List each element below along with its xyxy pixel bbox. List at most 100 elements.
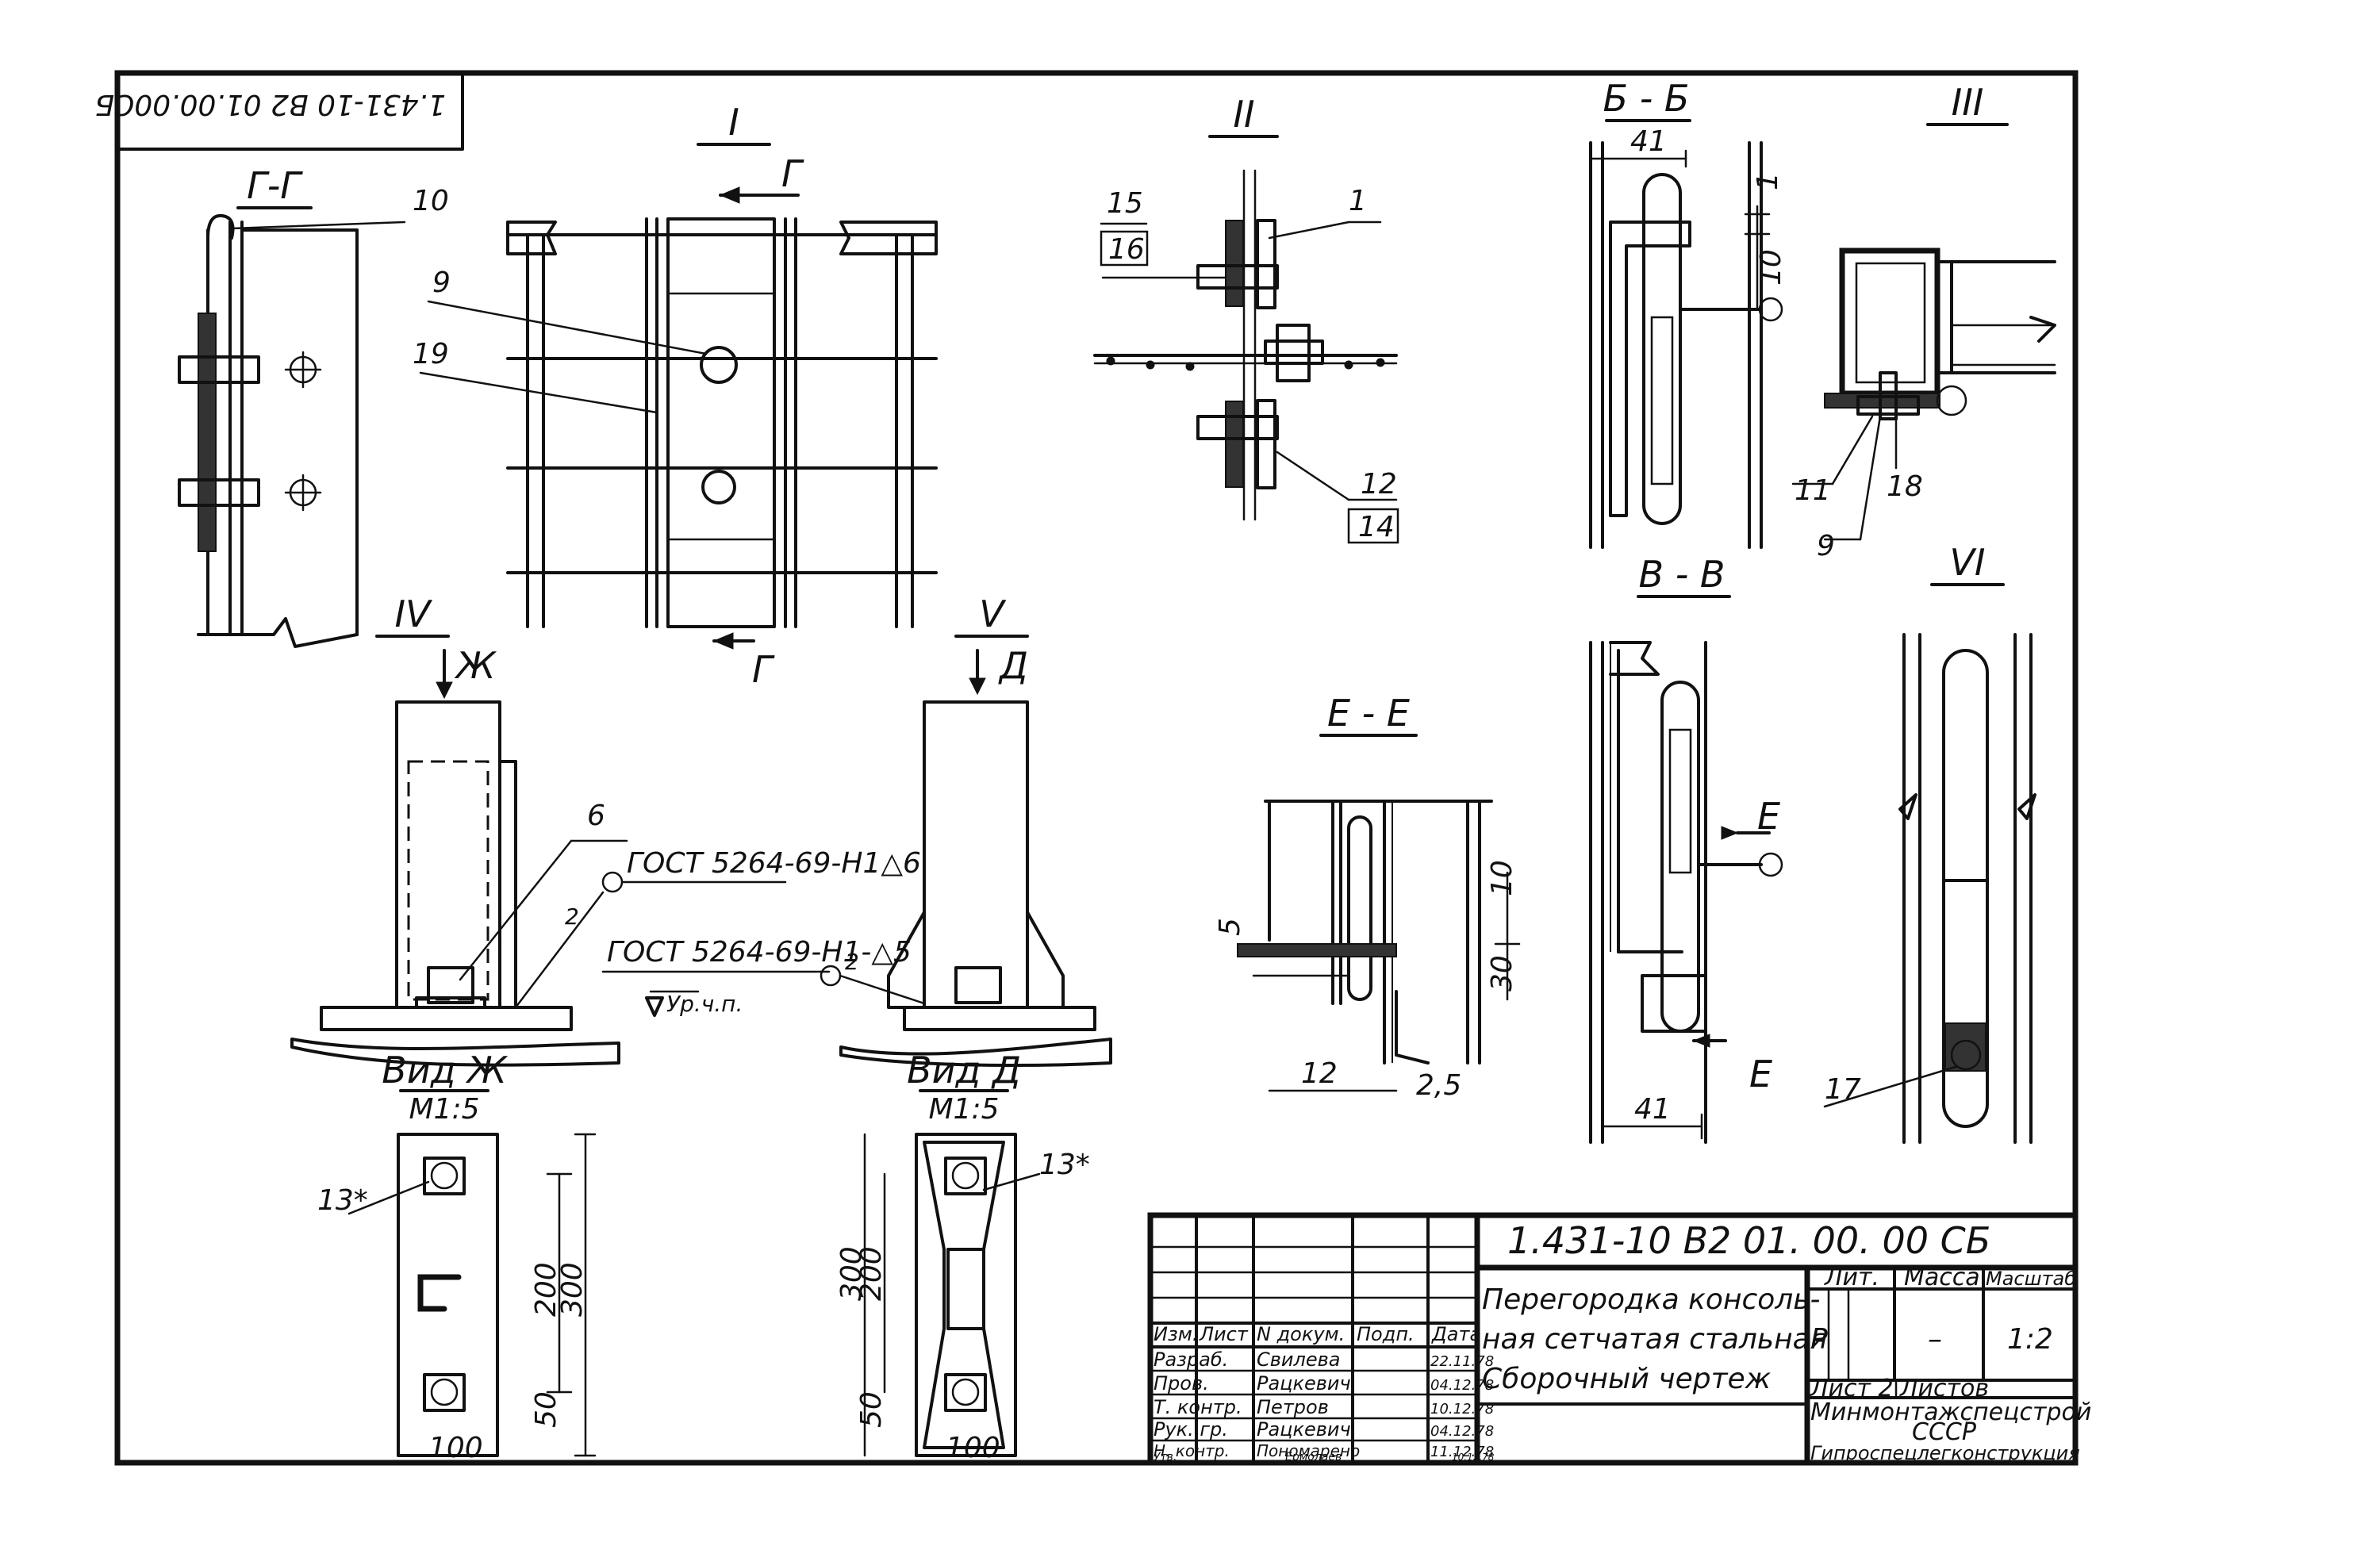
view-III: III 11 9 18 <box>1791 81 2056 562</box>
dim-300-zh: 300 <box>556 1262 589 1317</box>
gost-weld-2: ГОСТ 5264-69-Н1-△5 <box>607 936 912 969</box>
title-block-row: Рук. гр. Рацкевич 04.12.78 <box>1154 1418 1494 1441</box>
org-line-3: Гипроспецлегконструкция <box>1810 1442 2080 1464</box>
dim-200-zh: 200 <box>530 1262 562 1317</box>
gost-weld-1: ГОСТ 5264-69-Н1△6 <box>627 847 921 880</box>
header-podp: Подп. <box>1357 1323 1415 1345</box>
title-block-row: Утв. Ермолаев 10.12.78 <box>1154 1451 1495 1464</box>
pos-9-view-I: 9 <box>432 267 451 299</box>
cut-e-bottom: Е <box>1749 1053 1772 1095</box>
org-line-2: СССР <box>1912 1418 1977 1446</box>
pos-16: 16 <box>1108 233 1145 266</box>
view-I-title: I <box>728 101 739 144</box>
row-role: Разраб. <box>1154 1348 1228 1371</box>
pos-18: 18 <box>1887 470 1923 503</box>
pos-9-view-III: 9 <box>1817 530 1835 562</box>
cut-e-top: Е <box>1757 795 1780 838</box>
code-stamp-text: 1.431-10 В2 01.00.00СБ <box>95 88 447 121</box>
title-block-row: Пров. Рацкевич 04.12.78 <box>1154 1372 1494 1394</box>
code-stamp: 1.431-10 В2 01.00.00СБ <box>95 71 464 151</box>
scale-value: 1:2 <box>2007 1323 2053 1356</box>
view-II-title: II <box>1233 93 1254 136</box>
row-name: Свилева <box>1257 1348 1340 1371</box>
col-mass: Масса <box>1904 1264 1980 1291</box>
leader-10 <box>230 221 406 230</box>
view-zh-title: Вид Ж <box>382 1049 509 1091</box>
row-role: Пров. <box>1154 1372 1209 1394</box>
mass-value: – <box>1928 1323 1942 1356</box>
section-g-g: Г-Г 10 <box>178 164 449 648</box>
dim-1-bb: 1 <box>1752 172 1784 190</box>
pos-19: 19 <box>413 338 449 370</box>
dim-12: 12 <box>1301 1057 1338 1090</box>
title-block-row: Разраб. Свилева 22.11.78 <box>1154 1348 1494 1371</box>
view-VI-title: VI <box>1949 541 1985 584</box>
pos-14: 14 <box>1358 511 1395 543</box>
row-date: 10.12.78 <box>1430 1401 1494 1417</box>
row-date: 22.11.78 <box>1430 1353 1494 1370</box>
cut-zh: Ж <box>454 644 497 687</box>
title-block-row: Т. контр. Петров 10.12.78 <box>1154 1396 1494 1418</box>
pos-1: 1 <box>1349 185 1367 217</box>
view-d: Вид Д М1:5 13* 300 200 50 100 <box>835 1049 1090 1465</box>
title-line-3: Сборочный чертеж <box>1482 1363 1772 1395</box>
row-name: Рацкевич <box>1257 1418 1351 1441</box>
row-date: 11.12.78 <box>1430 1444 1494 1460</box>
dim-300-d: 300 <box>835 1246 868 1301</box>
dim-10-ee: 10 <box>1486 860 1518 896</box>
pos-12: 12 <box>1361 468 1397 501</box>
section-b-b-title: Б - Б <box>1603 77 1690 120</box>
dim-200-d: 200 <box>855 1246 888 1301</box>
row-role: Утв. <box>1154 1451 1177 1464</box>
weld-2-a: 2 <box>565 903 579 930</box>
sheet-frame <box>114 70 2079 1466</box>
dim-41-vv: 41 <box>1634 1093 1671 1126</box>
title-line-2: ная сетчатая стальная <box>1482 1323 1827 1356</box>
title-block-row: Н. контр. Пономарено 11.12.78 <box>1154 1441 1494 1460</box>
row-name: Ермолаев <box>1285 1451 1342 1464</box>
view-d-title: Вид Д <box>907 1049 1021 1091</box>
section-v-v: В - В Е Е 41 <box>1589 553 1783 1144</box>
org-line-1: Минмонтажспецстрой <box>1810 1398 2091 1426</box>
header-dokum: N докум. <box>1257 1323 1345 1345</box>
row-date: 10.12.78 <box>1452 1452 1495 1463</box>
sheet-label: Лист 2 <box>1810 1375 1894 1402</box>
dim-10-bb: 10 <box>1755 249 1787 286</box>
row-name: Пономарено <box>1257 1441 1360 1460</box>
pos-13-d: 13* <box>1039 1149 1090 1181</box>
col-scale: Масштаб <box>1986 1268 2076 1290</box>
lit-value: Р <box>1810 1323 1828 1356</box>
view-IV: IV Ж 6 ГОСТ 5264-69-Н1△6 2 <box>290 593 921 1067</box>
row-role: Т. контр. <box>1154 1396 1242 1418</box>
pos-6: 6 <box>587 800 605 832</box>
dim-50-d: 50 <box>855 1391 888 1428</box>
row-name: Рацкевич <box>1257 1372 1351 1394</box>
cut-d: Д <box>998 644 1028 687</box>
row-date: 04.12.78 <box>1430 1377 1494 1394</box>
view-zh: Вид Ж М1:5 13* 200 300 50 100 <box>317 1049 597 1465</box>
drawing-code: 1.431-10 В2 01. 00. 00 СБ <box>1507 1219 1990 1262</box>
dim-41-bb: 41 <box>1630 125 1667 158</box>
section-e-e-title: Е - Е <box>1327 692 1410 735</box>
row-role: Рук. гр. <box>1154 1418 1228 1441</box>
floor-level-label: Ур.ч.п. <box>666 991 743 1017</box>
header-izm: Изм. <box>1154 1323 1198 1345</box>
row-date: 04.12.78 <box>1430 1423 1494 1440</box>
header-list: Лист <box>1199 1323 1249 1345</box>
view-d-scale: М1:5 <box>929 1093 1000 1126</box>
dim-100-zh: 100 <box>428 1432 483 1464</box>
view-V: V Д ГОСТ 5264-69-Н1-△5 2 <box>601 593 1112 1067</box>
pos-13-zh: 13* <box>317 1184 368 1217</box>
view-II: II 15 16 1 12 14 <box>1093 93 1399 544</box>
pos-11: 11 <box>1795 474 1831 507</box>
view-I: I Г Г 9 19 <box>413 101 938 691</box>
section-g-g-title: Г-Г <box>247 164 303 207</box>
cut-g-top: Г <box>781 152 804 195</box>
cut-g-bottom: Г <box>752 648 775 691</box>
view-zh-scale: М1:5 <box>409 1093 480 1126</box>
sheets-label: Листов <box>1899 1375 1989 1402</box>
section-b-b: Б - Б 41 1 10 <box>1589 77 1787 549</box>
pos-10: 10 <box>413 185 449 217</box>
pos-15: 15 <box>1107 187 1143 220</box>
